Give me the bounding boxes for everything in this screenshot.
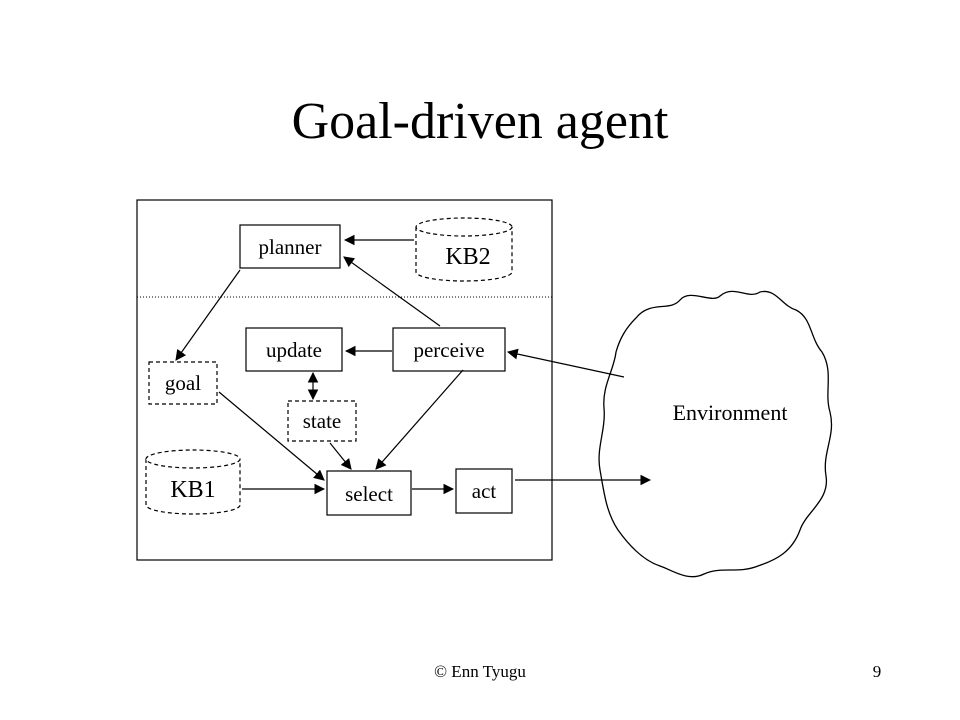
act-label: act bbox=[472, 479, 497, 503]
kb2-database: KB2 bbox=[415, 217, 513, 282]
environment-blob bbox=[598, 290, 833, 578]
arrow-state-to-select bbox=[329, 442, 352, 470]
act-box bbox=[455, 468, 513, 514]
arrow-perceive-to-select bbox=[375, 369, 464, 470]
agent-boundary bbox=[136, 199, 553, 561]
planner-label: planner bbox=[259, 235, 322, 259]
page-number: 9 bbox=[872, 662, 882, 681]
arrow-goal-to-select bbox=[218, 391, 325, 481]
goal-box bbox=[148, 361, 218, 405]
state-box bbox=[287, 400, 357, 442]
kb1-label: KB1 bbox=[170, 477, 215, 503]
perceive-box bbox=[392, 327, 506, 372]
kb2-label: KB2 bbox=[445, 244, 490, 270]
update-label: update bbox=[266, 338, 322, 362]
select-label: select bbox=[345, 482, 393, 506]
perceive-label: perceive bbox=[413, 338, 484, 362]
arrow-environment-to-perceive bbox=[506, 348, 625, 378]
planner-box bbox=[239, 224, 341, 269]
environment-label: Environment bbox=[673, 400, 788, 425]
state-label: state bbox=[303, 409, 341, 433]
footer-credit: © Enn Tyugu bbox=[434, 662, 526, 681]
update-box bbox=[245, 327, 343, 372]
kb1-database: KB1 bbox=[145, 449, 241, 515]
arrow-perceive-to-planner bbox=[343, 256, 441, 327]
slide-title: Goal-driven agent bbox=[291, 93, 669, 150]
select-box bbox=[326, 470, 412, 516]
arrow-planner-to-goal bbox=[175, 269, 241, 361]
goal-label: goal bbox=[165, 371, 201, 395]
